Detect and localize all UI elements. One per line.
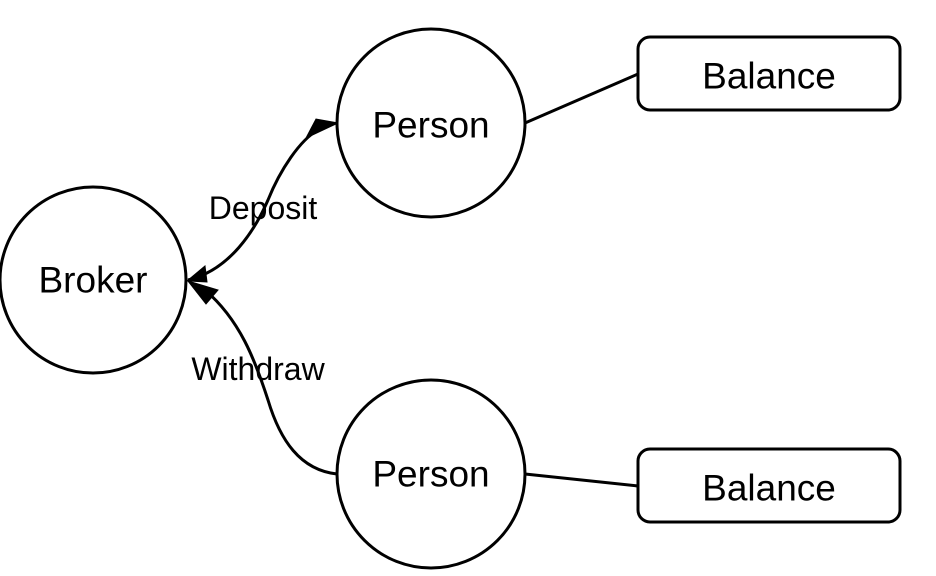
node-balance-top: Balance	[636, 35, 902, 112]
node-broker: Broker	[0, 185, 188, 375]
balance-top-box	[636, 35, 902, 112]
balance-bottom-label: Balance	[702, 468, 836, 509]
balance-bottom-box	[636, 447, 902, 524]
edge-deposit	[187, 128, 319, 282]
person-bottom-label: Person	[372, 454, 489, 495]
deposit-label: Deposit	[209, 190, 318, 226]
broker-circle	[0, 185, 188, 375]
balance-top-label: Balance	[702, 56, 836, 97]
edge-person-bottom-balance	[524, 472, 639, 488]
broker-label: Broker	[39, 260, 148, 301]
edge-withdraw	[204, 288, 338, 476]
person-bottom-circle	[335, 378, 527, 570]
node-person-bottom: Person	[335, 378, 527, 570]
person-top-label: Person	[372, 105, 489, 146]
node-balance-bottom: Balance	[636, 447, 902, 524]
node-person-top: Person	[335, 27, 527, 219]
withdraw-label: Withdraw	[191, 351, 325, 387]
person-top-circle	[335, 27, 527, 219]
deposit-tail-arrowhead	[185, 265, 208, 283]
edge-person-top-balance	[524, 72, 639, 125]
withdraw-arrowhead	[186, 280, 219, 305]
deposit-arrowhead	[304, 118, 340, 140]
